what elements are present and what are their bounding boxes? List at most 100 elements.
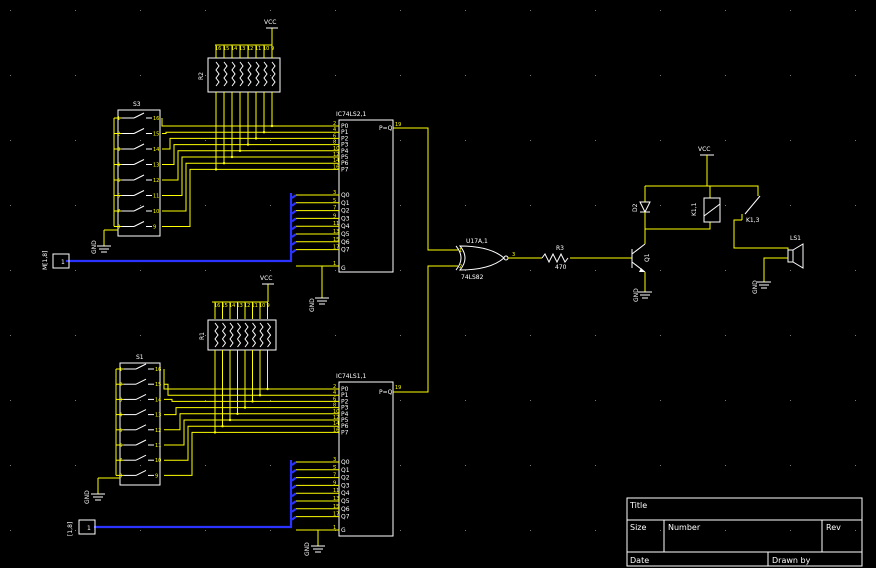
svg-text:P1: P1 bbox=[341, 392, 349, 399]
relay-contact-k1[interactable] bbox=[744, 195, 761, 215]
svg-text:16: 16 bbox=[333, 164, 339, 170]
svg-text:16: 16 bbox=[153, 116, 159, 122]
svg-text:19: 19 bbox=[395, 385, 401, 391]
svg-text:12: 12 bbox=[155, 428, 161, 434]
svg-text:P3: P3 bbox=[341, 405, 349, 412]
input-connector-top[interactable] bbox=[52, 253, 70, 269]
title-block-drawn-by: Drawn by bbox=[772, 556, 811, 565]
svg-text:1: 1 bbox=[117, 116, 120, 122]
ic-top-label: IC74LS2,1 bbox=[336, 111, 366, 118]
svg-text:1: 1 bbox=[333, 261, 336, 267]
svg-text:15: 15 bbox=[333, 504, 339, 510]
svg-text:Q2: Q2 bbox=[341, 475, 350, 482]
svg-text:Q1: Q1 bbox=[341, 467, 350, 474]
svg-text:Q4: Q4 bbox=[341, 490, 350, 497]
svg-text:5: 5 bbox=[333, 465, 336, 471]
svg-text:11: 11 bbox=[153, 194, 159, 200]
svg-text:10: 10 bbox=[155, 458, 161, 464]
svg-text:5: 5 bbox=[117, 178, 120, 184]
title-block-rev: Rev bbox=[826, 523, 841, 532]
svg-text:2: 2 bbox=[333, 384, 336, 390]
ic-top-peq: P=Q bbox=[379, 125, 393, 132]
svg-text:7: 7 bbox=[333, 206, 336, 212]
svg-text:Q4: Q4 bbox=[341, 223, 350, 230]
svg-text:10: 10 bbox=[153, 209, 159, 215]
svg-text:P3: P3 bbox=[341, 142, 349, 149]
bus-top bbox=[66, 193, 293, 263]
resistor-r3[interactable] bbox=[541, 252, 569, 264]
svg-text:13: 13 bbox=[155, 413, 161, 419]
svg-text:P6: P6 bbox=[341, 160, 349, 167]
svg-text:5: 5 bbox=[333, 198, 336, 204]
d2-label: D2 bbox=[632, 203, 639, 212]
svg-text:13: 13 bbox=[333, 496, 339, 502]
gate-label: U17A,1 bbox=[466, 238, 488, 245]
gnd-label-ic-top: GND bbox=[309, 298, 316, 312]
gnd-label-s1: GND bbox=[84, 490, 91, 504]
relay-contact-label: K1,3 bbox=[746, 217, 760, 224]
svg-text:12: 12 bbox=[247, 46, 253, 52]
relay-coil-label: K1,1 bbox=[691, 202, 698, 216]
svg-text:4: 4 bbox=[117, 163, 120, 169]
svg-text:10: 10 bbox=[333, 146, 339, 152]
svg-text:P6: P6 bbox=[341, 423, 349, 430]
svg-text:4: 4 bbox=[333, 390, 336, 396]
svg-text:9: 9 bbox=[267, 303, 270, 309]
svg-text:10: 10 bbox=[263, 46, 269, 52]
diode-d2[interactable] bbox=[639, 201, 651, 214]
svg-text:12: 12 bbox=[333, 415, 339, 421]
svg-text:3: 3 bbox=[512, 252, 515, 258]
title-block-size: Size bbox=[630, 523, 647, 532]
svg-text:6: 6 bbox=[333, 133, 336, 139]
svg-text:12: 12 bbox=[333, 152, 339, 158]
vcc-label-mid: VCC bbox=[260, 275, 272, 282]
svg-text:15: 15 bbox=[155, 382, 161, 388]
svg-text:14: 14 bbox=[153, 147, 159, 153]
svg-text:P7: P7 bbox=[341, 429, 349, 436]
svg-text:13: 13 bbox=[239, 46, 245, 52]
svg-text:16: 16 bbox=[215, 46, 221, 52]
s1-label: S1 bbox=[136, 354, 144, 361]
svg-text:6: 6 bbox=[333, 396, 336, 402]
ic-bottom[interactable] bbox=[338, 381, 394, 537]
svg-text:13: 13 bbox=[237, 303, 243, 309]
input-connector-bottom[interactable] bbox=[78, 519, 96, 535]
gnd-label-ic-bottom: GND bbox=[304, 542, 311, 556]
svg-text:9: 9 bbox=[333, 480, 336, 486]
gate-part-label: 74LS82 bbox=[461, 274, 484, 281]
svg-text:2: 2 bbox=[459, 264, 462, 270]
svg-text:11: 11 bbox=[155, 443, 161, 449]
svg-text:15: 15 bbox=[333, 237, 339, 243]
r1-label: R1 bbox=[199, 332, 206, 340]
svg-text:3: 3 bbox=[117, 147, 120, 153]
svg-text:3: 3 bbox=[333, 457, 336, 463]
svg-text:Q2: Q2 bbox=[341, 208, 350, 215]
svg-text:P7: P7 bbox=[341, 166, 349, 173]
ic-top-pin-g: G bbox=[341, 265, 346, 272]
relay-coil-k1[interactable] bbox=[703, 197, 721, 223]
dip-switch-s1[interactable] bbox=[119, 362, 161, 486]
svg-text:9: 9 bbox=[153, 225, 156, 231]
svg-text:8: 8 bbox=[333, 140, 336, 146]
dip-switch-s3[interactable] bbox=[117, 109, 161, 237]
svg-text:11: 11 bbox=[333, 221, 339, 227]
gate-back-curve bbox=[455, 245, 462, 271]
speaker-ls1[interactable] bbox=[787, 249, 794, 263]
svg-text:13: 13 bbox=[153, 163, 159, 169]
svg-text:11: 11 bbox=[252, 303, 258, 309]
svg-text:1: 1 bbox=[333, 525, 336, 531]
bus-bottom bbox=[94, 460, 293, 529]
resistor-network-r2[interactable] bbox=[207, 57, 281, 93]
svg-text:15: 15 bbox=[153, 132, 159, 138]
svg-text:P2: P2 bbox=[341, 398, 349, 405]
svg-text:15: 15 bbox=[223, 46, 229, 52]
ic-top[interactable] bbox=[338, 119, 394, 273]
svg-text:11: 11 bbox=[255, 46, 261, 52]
svg-text:7: 7 bbox=[117, 209, 120, 215]
gate-u17a[interactable] bbox=[458, 245, 505, 271]
svg-text:6: 6 bbox=[119, 443, 122, 449]
resistor-network-r1[interactable] bbox=[207, 319, 277, 351]
svg-text:3: 3 bbox=[119, 397, 122, 403]
